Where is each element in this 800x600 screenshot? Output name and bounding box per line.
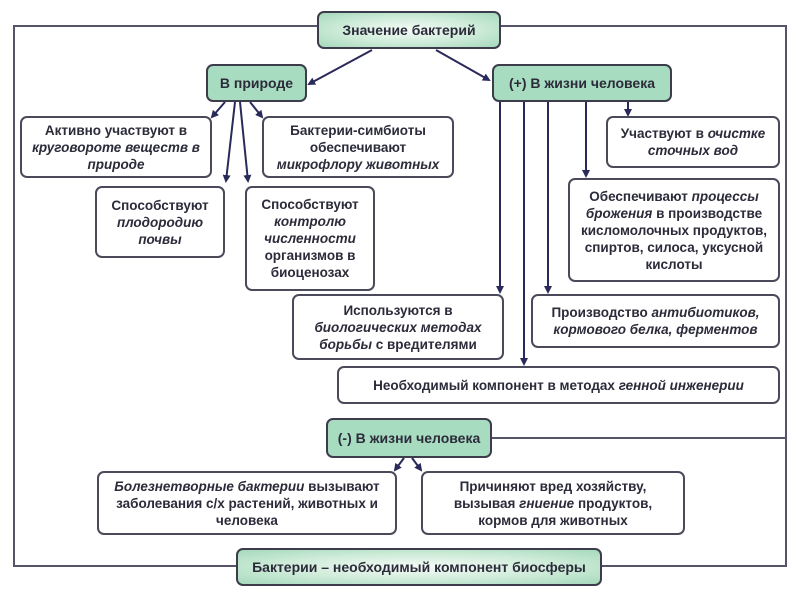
node-text-part: в	[175, 122, 188, 138]
nature-item: Способствуют контролю численности органи…	[245, 186, 375, 291]
node-text-part: в производстве кисломолочных продуктов, …	[580, 205, 768, 272]
node-text: Способствуют плодородию почвы	[103, 197, 217, 248]
node-text-part: Производство	[551, 305, 652, 320]
nature-item: Активно участвуют в круговороте веществ …	[20, 116, 212, 178]
emphasis-text: процессы брожения	[585, 188, 759, 221]
emphasis-text: круговороте веществ в природе	[32, 139, 200, 172]
node-text-part: Способствуют	[111, 197, 209, 213]
outer-frame	[500, 25, 787, 567]
node-text-part: Используются в	[343, 302, 453, 318]
emphasis-text: гниение	[519, 495, 575, 511]
footer-node: Бактерии – необходимый компонент биосфер…	[236, 548, 602, 586]
outer-frame	[13, 25, 318, 567]
node-text: Болезнетворные бактерии вызывают заболев…	[105, 478, 389, 529]
emphasis-text: очистке сточных вод	[647, 126, 766, 158]
node-text: Необходимый компонент в методах генной и…	[373, 377, 744, 394]
positive-item: Используются в биологических методах бор…	[292, 294, 504, 360]
node-text-part: Способствуют	[261, 197, 359, 212]
negative-node: (-) В жизни человека	[326, 418, 492, 458]
node-text: Участвуют в очистке сточных вод	[614, 125, 772, 159]
emphasis-text: биологических методах борьбы	[314, 319, 482, 352]
arrow	[249, 101, 264, 119]
node-text-part: Причиняют вред хозяйству, вызывая	[453, 478, 647, 511]
positive-item: Участвуют в очистке сточных вод	[606, 116, 780, 168]
emphasis-text: генной инженерии	[618, 377, 744, 393]
title-node: Значение бактерий	[317, 11, 501, 49]
node-text: Бактерии-симбиоты обеспечивают микрофлор…	[270, 122, 446, 173]
negative-item: Причиняют вред хозяйству, вызывая гниени…	[421, 471, 685, 535]
arrow	[435, 49, 491, 81]
node-text-part: организмов в биоценозах	[264, 248, 356, 280]
nature-item: Бактерии-симбиоты обеспечивают микрофлор…	[262, 116, 454, 178]
node-text-part: Бактерии-симбиоты обеспечивают	[290, 122, 426, 155]
positive-item: Обеспечивают процессы брожения в произво…	[568, 178, 780, 282]
arrow	[411, 457, 423, 472]
arrow	[210, 101, 226, 119]
emphasis-text: антибиотиков, кормового белка, ферментов	[553, 305, 760, 337]
node-text-part: вызывают заболевания с/х растений, живот…	[116, 478, 380, 528]
emphasis-text: микрофлору животных	[276, 156, 440, 172]
emphasis-text: Болезнетворные бактерии	[114, 478, 305, 494]
node-text: Причиняют вред хозяйству, вызывая гниени…	[429, 478, 677, 529]
arrow	[307, 49, 373, 85]
node-text-part: Участвуют в	[620, 126, 708, 141]
node-text-part: продуктов, кормов для животных	[478, 495, 653, 528]
positive-node: (+) В жизни человека	[492, 64, 672, 102]
node-text: Используются в биологических методах бор…	[300, 302, 496, 353]
positive-item: Необходимый компонент в методах генной и…	[337, 366, 780, 404]
positive-item: Производство антибиотиков, кормового бел…	[531, 294, 780, 348]
node-text-part: Обеспечивают	[589, 188, 692, 204]
arrow	[393, 457, 405, 472]
node-text: Обеспечивают процессы брожения в произво…	[576, 188, 772, 273]
node-text: Способствуют контролю численности органи…	[253, 196, 367, 281]
arrow	[222, 101, 236, 183]
node-text: Активно участвуют в круговороте веществ …	[28, 122, 204, 173]
nature-node: В природе	[206, 64, 307, 102]
node-text-part: Активно участвуют	[44, 122, 176, 138]
emphasis-text: плодородию почвы	[116, 214, 204, 247]
node-text-part: с вредителями	[371, 336, 477, 352]
negative-item: Болезнетворные бактерии вызывают заболев…	[97, 471, 397, 535]
node-text: Производство антибиотиков, кормового бел…	[539, 304, 772, 338]
emphasis-text: контролю численности	[264, 214, 356, 246]
nature-item: Способствуют плодородию почвы	[95, 186, 225, 258]
node-text-part: Необходимый компонент в методах	[373, 377, 619, 393]
arrow	[239, 101, 252, 183]
